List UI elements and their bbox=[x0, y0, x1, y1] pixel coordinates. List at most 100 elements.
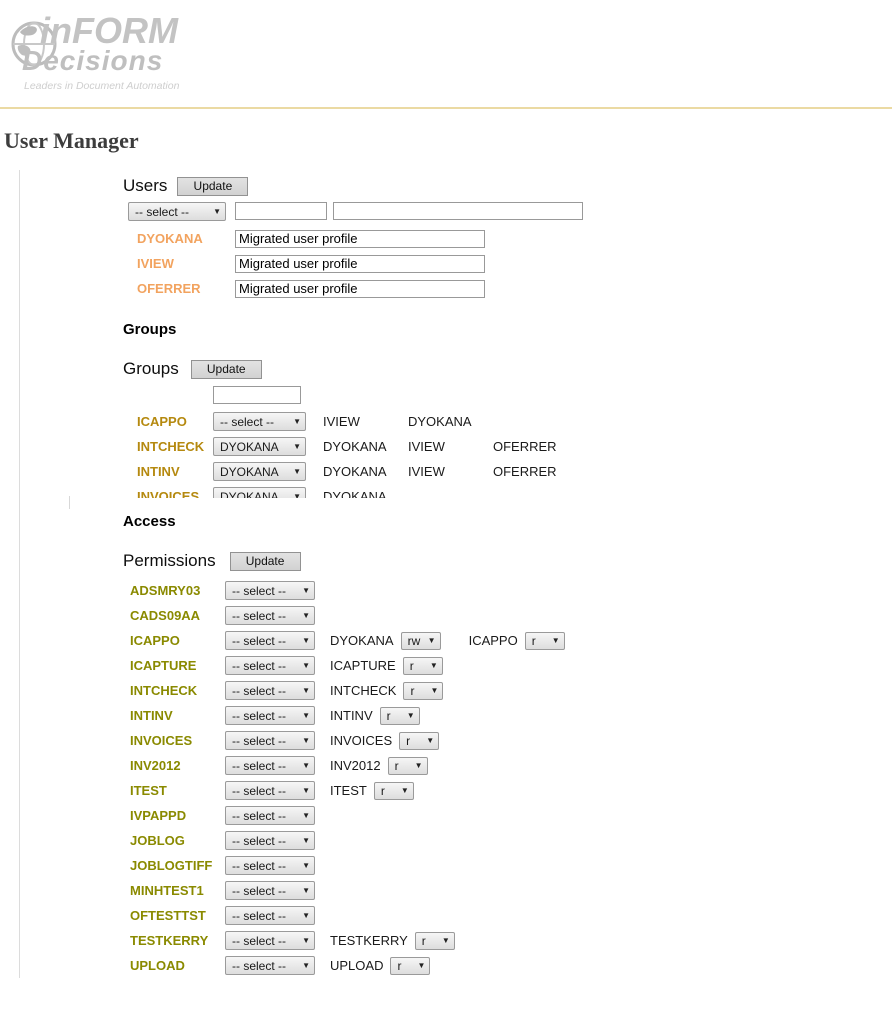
permission-select[interactable]: -- select --▼ bbox=[225, 581, 315, 600]
chevron-down-icon: ▼ bbox=[406, 711, 415, 720]
group-members: DYOKANA bbox=[323, 489, 408, 498]
access-level-select[interactable]: r▼ bbox=[379, 706, 420, 725]
group-member: DYOKANA bbox=[408, 414, 472, 429]
permission-select[interactable]: -- select --▼ bbox=[225, 856, 315, 875]
permission-grants: ICAPTURE r▼ bbox=[330, 656, 471, 675]
select-value: r bbox=[531, 633, 536, 648]
permission-select[interactable]: -- select --▼ bbox=[225, 806, 315, 825]
new-group-name-input[interactable] bbox=[213, 386, 301, 404]
select-value: -- select -- bbox=[232, 583, 286, 598]
chevron-down-icon: ▼ bbox=[417, 961, 426, 970]
grantee-name: INVOICES bbox=[330, 733, 393, 748]
permission-name: INTCHECK bbox=[130, 683, 198, 698]
access-level-select[interactable]: r▼ bbox=[387, 756, 428, 775]
grantee-name: TESTKERRY bbox=[330, 933, 408, 948]
grant: ITEST r▼ bbox=[330, 781, 414, 800]
user-description-input[interactable] bbox=[235, 254, 485, 273]
groups-section-label: Groups bbox=[123, 359, 179, 378]
user-description-input[interactable] bbox=[235, 279, 485, 298]
grant: TESTKERRY r▼ bbox=[330, 931, 455, 950]
groups-update-button[interactable]: Update bbox=[190, 359, 262, 379]
grantee-name: UPLOAD bbox=[330, 958, 384, 973]
permission-select[interactable]: -- select --▼ bbox=[225, 706, 315, 725]
grantee-name: ICAPTURE bbox=[330, 658, 396, 673]
permission-select[interactable]: -- select --▼ bbox=[225, 756, 315, 775]
permission-select[interactable]: -- select --▼ bbox=[225, 631, 315, 650]
access-level-select[interactable]: r▼ bbox=[403, 681, 444, 700]
permission-select[interactable]: -- select --▼ bbox=[225, 906, 315, 925]
user-description-input[interactable] bbox=[235, 229, 485, 248]
permissions-update-button[interactable]: Update bbox=[229, 551, 301, 571]
access-level-select[interactable]: r▼ bbox=[373, 781, 414, 800]
chevron-down-icon: ▼ bbox=[302, 736, 310, 745]
access-level-select[interactable]: r▼ bbox=[399, 731, 440, 750]
select-value: -- select -- bbox=[232, 833, 286, 848]
group-member: DYOKANA bbox=[323, 439, 387, 454]
chevron-down-icon: ▼ bbox=[293, 442, 301, 451]
chevron-down-icon: ▼ bbox=[293, 467, 301, 476]
user-select[interactable]: -- select -- ▼ bbox=[128, 202, 226, 221]
grantee-name: ITEST bbox=[330, 783, 367, 798]
group-name: INVOICES bbox=[137, 489, 200, 498]
chevron-down-icon: ▼ bbox=[302, 686, 310, 695]
group-member-select[interactable]: -- select --▼ bbox=[213, 412, 306, 431]
grant: UPLOAD r▼ bbox=[330, 956, 431, 975]
permission-select[interactable]: -- select --▼ bbox=[225, 881, 315, 900]
permission-row: JOBLOG-- select --▼ bbox=[130, 828, 892, 853]
access-level-select[interactable]: rw▼ bbox=[400, 631, 441, 650]
permission-row: ADSMRY03-- select --▼ bbox=[130, 578, 892, 603]
access-level-select[interactable]: r▼ bbox=[414, 931, 455, 950]
permission-select[interactable]: -- select --▼ bbox=[225, 606, 315, 625]
group-row: INVOICES DYOKANA▼ DYOKANA bbox=[137, 484, 892, 498]
grant: INVOICES r▼ bbox=[330, 731, 440, 750]
chevron-down-icon: ▼ bbox=[302, 636, 310, 645]
permission-row: UPLOAD -- select --▼ UPLOAD r▼ bbox=[130, 953, 892, 978]
chevron-down-icon: ▼ bbox=[302, 961, 310, 970]
user-name: DYOKANA bbox=[137, 231, 203, 246]
chevron-down-icon: ▼ bbox=[551, 636, 560, 645]
select-value: DYOKANA bbox=[220, 439, 279, 454]
chevron-down-icon: ▼ bbox=[302, 886, 310, 895]
chevron-down-icon: ▼ bbox=[293, 492, 301, 498]
select-value: -- select -- bbox=[220, 414, 274, 429]
groups-list-border-tick bbox=[69, 496, 70, 509]
access-level-select[interactable]: r▼ bbox=[390, 956, 431, 975]
permission-select[interactable]: -- select --▼ bbox=[225, 831, 315, 850]
permission-select[interactable]: -- select --▼ bbox=[225, 731, 315, 750]
permission-row: MINHTEST1-- select --▼ bbox=[130, 878, 892, 903]
permission-name: UPLOAD bbox=[130, 958, 185, 973]
new-user-name-input[interactable] bbox=[235, 202, 327, 220]
grantee-name: ICAPPO bbox=[468, 633, 518, 648]
permission-select[interactable]: -- select --▼ bbox=[225, 931, 315, 950]
select-value: -- select -- bbox=[232, 783, 286, 798]
group-member-select[interactable]: DYOKANA▼ bbox=[213, 487, 306, 498]
grantee-name: INTINV bbox=[330, 708, 373, 723]
user-row: IVIEW bbox=[137, 251, 892, 276]
permission-select[interactable]: -- select --▼ bbox=[225, 656, 315, 675]
permission-select[interactable]: -- select --▼ bbox=[225, 956, 315, 975]
chevron-down-icon: ▼ bbox=[427, 636, 436, 645]
access-level-select[interactable]: r▼ bbox=[524, 631, 565, 650]
permission-select[interactable]: -- select --▼ bbox=[225, 781, 315, 800]
permission-row: ICAPTURE -- select --▼ ICAPTURE r▼ bbox=[130, 653, 892, 678]
chevron-down-icon: ▼ bbox=[302, 761, 310, 770]
permission-grants: UPLOAD r▼ bbox=[330, 956, 458, 975]
users-update-button[interactable]: Update bbox=[177, 176, 249, 196]
chevron-down-icon: ▼ bbox=[441, 936, 450, 945]
group-member-select[interactable]: DYOKANA▼ bbox=[213, 462, 306, 481]
permission-grants: ITEST r▼ bbox=[330, 781, 442, 800]
access-level-select[interactable]: r▼ bbox=[402, 656, 443, 675]
permission-grants: INTINV r▼ bbox=[330, 706, 448, 725]
group-member-select[interactable]: DYOKANA ▼ bbox=[213, 437, 306, 456]
new-user-description-input[interactable] bbox=[333, 202, 583, 220]
permission-select[interactable]: -- select --▼ bbox=[225, 681, 315, 700]
